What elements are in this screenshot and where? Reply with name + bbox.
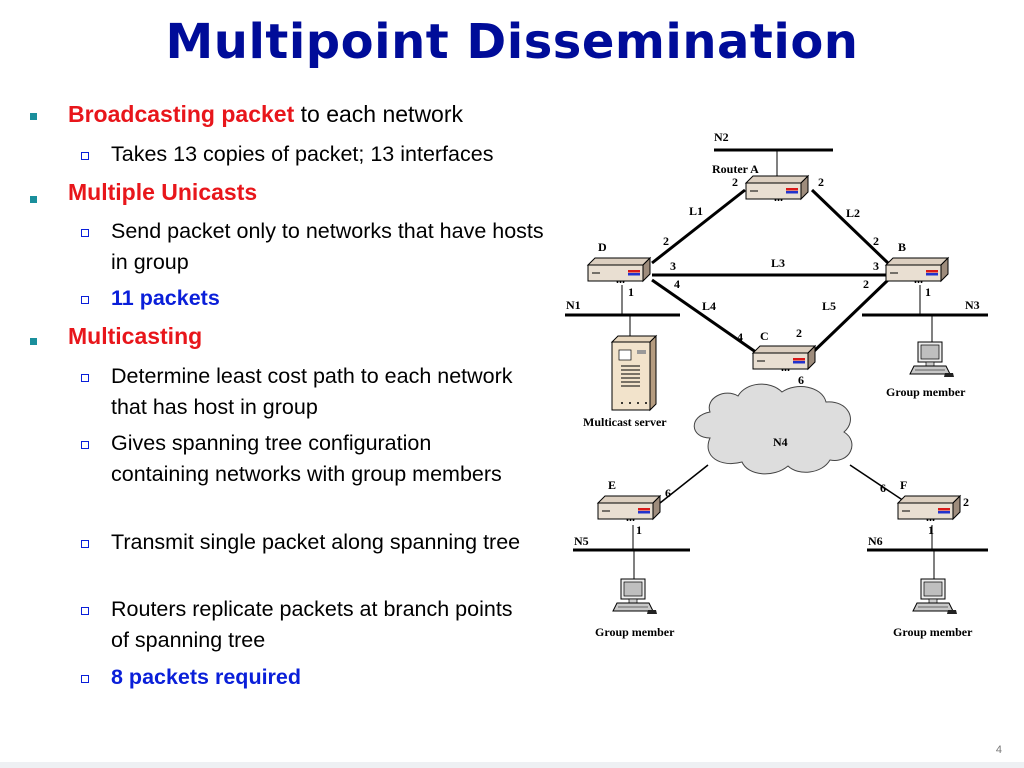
sub-bullet-marker-icon [81,607,89,615]
label-router-d: D [598,240,607,254]
router-dots: ... [781,360,790,374]
label-l2: L2 [846,206,860,220]
port-number: 6 [798,373,804,387]
page-number: 4 [995,744,1002,756]
router-dots: ... [616,272,625,286]
label-l5: L5 [822,299,836,313]
sub-bullet-text: 11 packets [111,286,220,310]
slide-title: Multipoint Dissemination [165,14,859,70]
bullet-marker-icon [30,113,37,120]
sub-bullet-marker-icon [81,441,89,449]
bullet-multiple-unicasts: Multiple Unicasts [68,179,258,205]
router-dots: ... [774,190,783,204]
sub-bullet-text: Takes 13 copies of packet; 13 interfaces [111,142,494,166]
label-n3: N3 [965,298,980,312]
computer-icon [909,341,955,378]
sub-bullet-text: Transmit single packet along spanning tr… [111,530,521,554]
bullet-marker-icon [30,196,37,203]
sub-bullet-marker-icon [81,152,89,160]
bullet-list: Broadcasting packet to each network Take… [30,101,544,689]
router-dots: ... [926,510,935,524]
caption-group-member: Group member [893,625,973,639]
bullet-marker-icon [30,338,37,345]
port-number: 6 [665,486,671,500]
port-number: 1 [928,523,934,537]
computer-icon [912,578,958,615]
sub-bullet-text: Determine least cost path to each networ… [111,364,513,419]
port-number: 3 [873,259,879,273]
port-number: 2 [863,277,869,291]
computer-icon [612,578,658,615]
multicast-network-diagram: N2 N1 N3 N4 N5 N6 Router A B C D E F ...… [560,120,1000,650]
label-l3: L3 [771,256,785,270]
label-n5: N5 [574,534,589,548]
caption-multicast-server: Multicast server [583,415,667,429]
port-number: 1 [636,523,642,537]
sub-bullet-text: Gives spanning tree configuration contai… [111,431,502,486]
bullet-broadcasting: Broadcasting packet to each network [68,101,464,127]
label-router-a: Router A [712,162,759,176]
sub-bullet-marker-icon [81,296,89,304]
footer-bar [0,762,1024,768]
bullet-multicasting: Multicasting [68,323,203,349]
sub-bullet-marker-icon [81,675,89,683]
port-number: 2 [818,175,824,189]
sub-bullet-text: Send packet only to networks that have h… [111,219,544,274]
label-l1: L1 [689,204,703,218]
label-n4: N4 [773,435,788,449]
router-dots: ... [626,510,635,524]
port-number: 2 [732,175,738,189]
sub-bullet-marker-icon [81,229,89,237]
label-n6: N6 [868,534,883,548]
cloud-icon [693,383,853,475]
label-router-f: F [900,478,907,492]
sub-bullet-text: Routers replicate packets at branch poin… [111,597,513,652]
label-router-e: E [608,478,616,492]
port-number: 2 [873,234,879,248]
port-number: 2 [663,234,669,248]
sub-bullet-marker-icon [81,540,89,548]
caption-group-member: Group member [886,385,966,399]
router-dots: ... [914,272,923,286]
label-n1: N1 [566,298,581,312]
port-number: 6 [880,481,886,495]
label-n2: N2 [714,130,729,144]
caption-group-member: Group member [595,625,675,639]
port-number: 2 [963,495,969,509]
server-icon [610,334,658,412]
port-number: 4 [737,330,743,344]
port-number: 3 [670,259,676,273]
port-number: 2 [796,326,802,340]
sub-bullet-marker-icon [81,374,89,382]
port-number: 4 [674,277,680,291]
label-router-b: B [898,240,906,254]
label-router-c: C [760,329,769,343]
port-number: 1 [925,285,931,299]
label-l4: L4 [702,299,716,313]
sub-bullet-text: 8 packets required [111,665,302,689]
port-number: 1 [628,285,634,299]
